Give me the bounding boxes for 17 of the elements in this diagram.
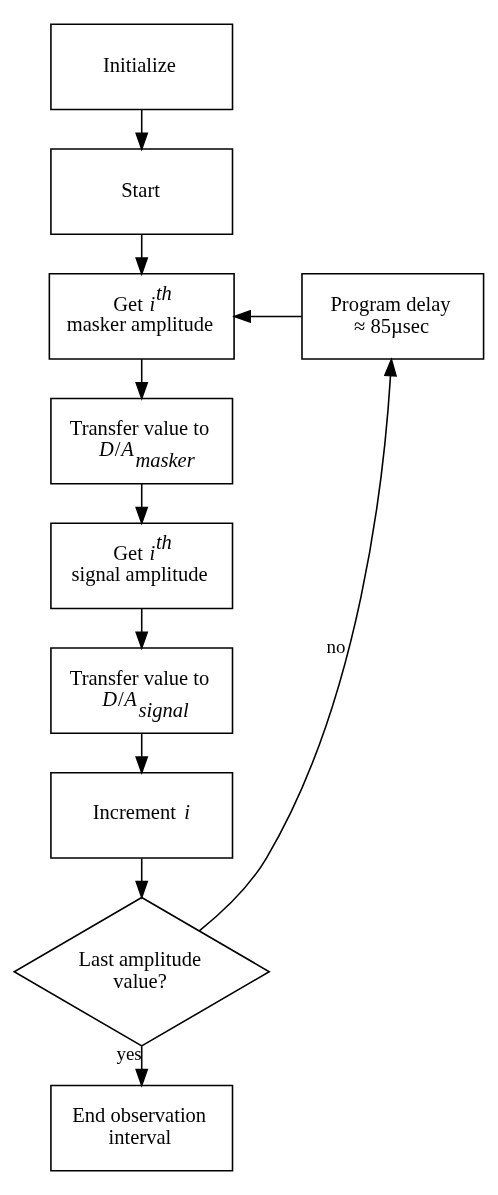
node-box: Program delay ≈ 85µsec — [301, 273, 485, 360]
arrow — [135, 358, 149, 401]
edge-label: no — [326, 636, 346, 658]
node-box: Increment i — [50, 772, 234, 859]
arrow — [135, 607, 149, 651]
node-box: Start — [50, 148, 234, 236]
arrow — [135, 108, 149, 152]
arrow — [198, 357, 398, 932]
node-diamond: Last amplitude value? — [12, 896, 271, 1047]
arrow — [135, 233, 149, 277]
arrow — [135, 483, 149, 526]
arrow — [232, 309, 303, 324]
arrow — [135, 1045, 149, 1088]
arrow — [135, 732, 149, 776]
arrow — [135, 857, 149, 900]
node-box: End observation interval — [50, 1084, 234, 1172]
node-box: Initialize — [50, 23, 234, 111]
